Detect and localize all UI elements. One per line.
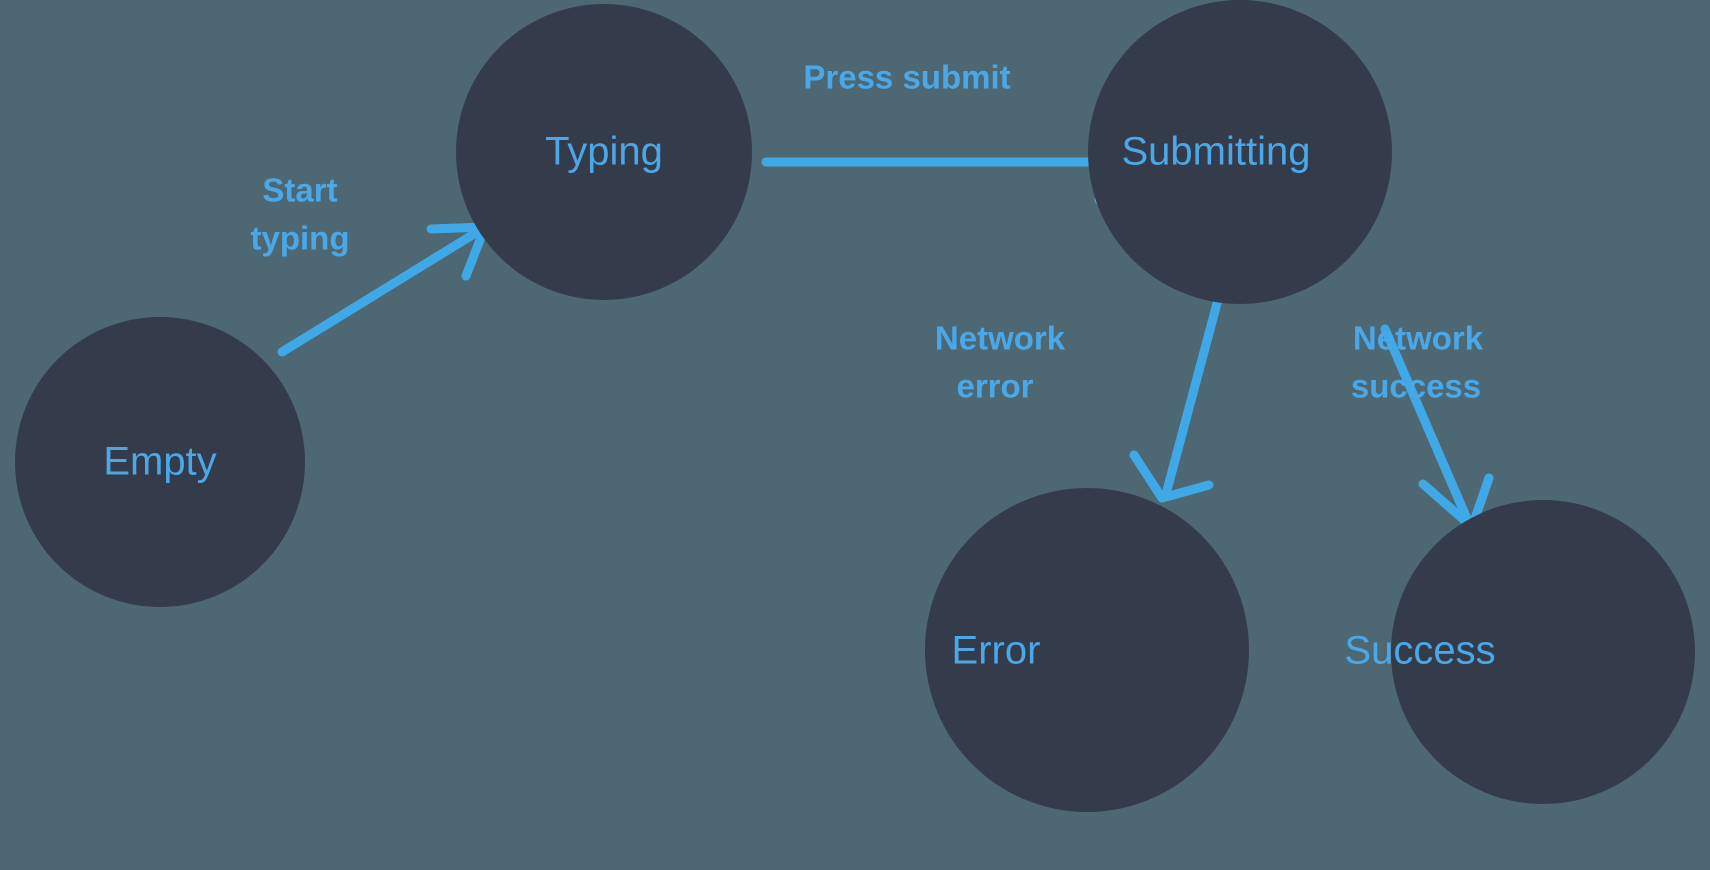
- edge-label-network-error-line-1: Network: [935, 320, 1066, 357]
- node-submitting[interactable]: Submitting: [1088, 0, 1392, 304]
- edge-label-start-typing: Start typing: [251, 172, 350, 257]
- node-typing-label: Typing: [545, 130, 663, 174]
- node-error-circle[interactable]: [925, 488, 1249, 812]
- edge-label-start-typing-line-2: typing: [251, 220, 350, 257]
- edge-network-success: [1380, 324, 1494, 532]
- node-error-label: Error: [952, 629, 1041, 673]
- node-submitting-label: Submitting: [1122, 130, 1311, 174]
- edge-label-press-submit: Press submit: [803, 59, 1010, 96]
- edge-label-network-success: Network success: [1351, 320, 1484, 405]
- edge-label-start-typing-line-1: Start: [262, 172, 337, 209]
- edge-label-network-success-line-1: Network: [1353, 320, 1484, 357]
- edge-network-error-arrowhead: [1129, 450, 1214, 503]
- node-success-circle[interactable]: [1391, 500, 1695, 804]
- edge-press-submit: [761, 119, 1147, 205]
- node-empty-label: Empty: [103, 440, 216, 484]
- node-success-label: Success: [1344, 629, 1495, 673]
- node-typing[interactable]: Typing: [456, 4, 752, 300]
- node-typing-circle[interactable]: [456, 4, 752, 300]
- edge-label-network-error: Network error: [935, 320, 1066, 405]
- edge-start-typing-line: [277, 221, 492, 357]
- node-empty[interactable]: Empty: [15, 317, 305, 607]
- edge-label-network-success-line-2: success: [1351, 368, 1481, 405]
- edge-network-error: [1129, 291, 1224, 503]
- node-empty-circle[interactable]: [15, 317, 305, 607]
- node-submitting-circle[interactable]: [1088, 0, 1392, 304]
- edge-network-success-line: [1380, 324, 1473, 526]
- node-error[interactable]: Error: [925, 488, 1249, 812]
- edge-label-press-submit-line-1: Press submit: [803, 59, 1010, 96]
- node-success[interactable]: Success: [1344, 500, 1695, 804]
- edge-label-network-error-line-2: error: [956, 368, 1033, 405]
- edge-network-error-line: [1161, 291, 1224, 499]
